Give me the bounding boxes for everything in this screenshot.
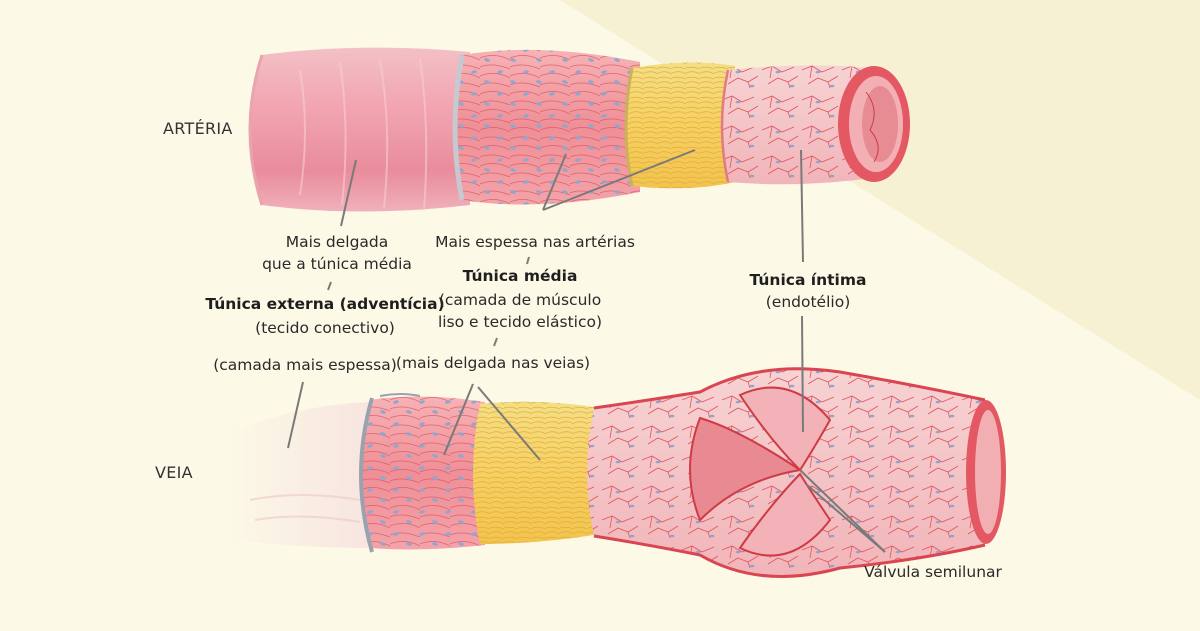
leader-externa-vein xyxy=(287,381,304,449)
tunica-externa-title: Túnica externa (adventícia) xyxy=(205,295,445,313)
valvula-semilunar-label: Válvula semilunar xyxy=(864,563,1002,581)
externa-note-line2: que a túnica média xyxy=(262,255,412,273)
tunica-media-vein-note: (mais delgada nas veias) xyxy=(395,354,591,372)
media-note: Mais espessa nas artérias xyxy=(435,233,635,251)
tunica-media-title: Túnica média xyxy=(462,267,578,285)
tunica-media-subtitle-line2: liso e tecido elástico) xyxy=(437,313,603,331)
leader-media-vein xyxy=(443,383,474,456)
leader-intima-artery xyxy=(800,149,804,263)
tunica-externa-thickness-note: (camada mais espessa) xyxy=(213,356,397,374)
leader-externa-artery xyxy=(340,159,357,227)
tunica-externa-subtitle: (tecido conectivo) xyxy=(255,319,395,337)
leader-elastic-vein xyxy=(477,386,541,461)
leader-media-artery xyxy=(542,153,567,211)
artery-label: ARTÉRIA xyxy=(163,119,233,138)
leader-intima-vein xyxy=(801,315,804,433)
leader-elastic-artery xyxy=(542,149,696,211)
leader-valve-1 xyxy=(799,469,886,553)
vein-drawing xyxy=(228,367,1006,578)
tunica-intima-subtitle: (endotélio) xyxy=(765,293,851,311)
leader-valve-2 xyxy=(805,483,886,553)
artery-drawing xyxy=(248,47,910,212)
externa-note-line1: Mais delgada xyxy=(285,233,389,251)
vein-label: VEIA xyxy=(155,463,193,482)
tunica-media-subtitle-line1: (camada de músculo xyxy=(438,291,602,309)
leader-lines xyxy=(287,149,886,553)
tunica-intima-title: Túnica íntima xyxy=(749,271,867,289)
